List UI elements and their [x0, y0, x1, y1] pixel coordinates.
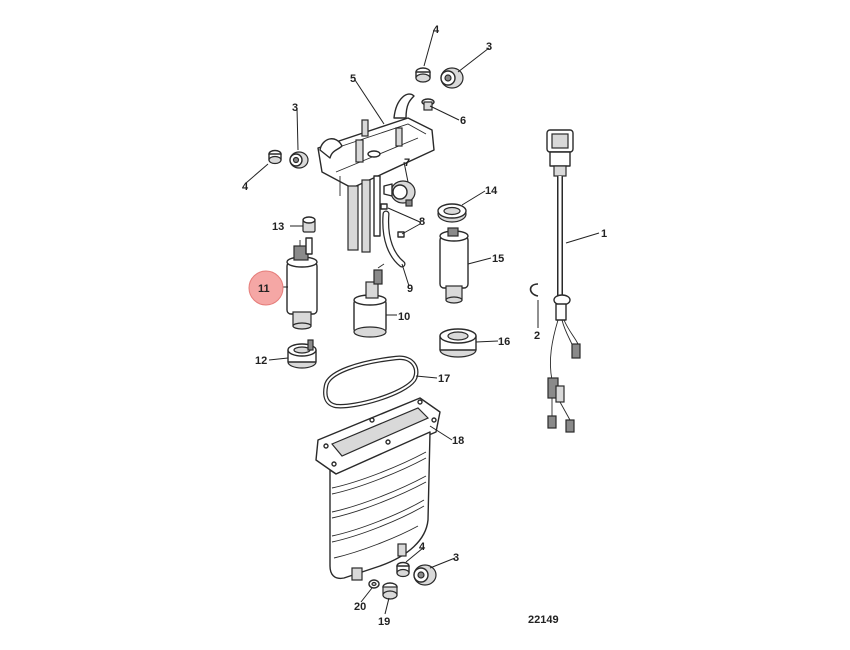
callout-1: 1 — [601, 228, 607, 240]
part-16-strainer — [439, 328, 477, 358]
callout-19: 19 — [378, 616, 390, 628]
callout-11: 11 — [258, 283, 270, 295]
callout-numbers: 1 2 3 3 3 4 4 4 5 6 7 8 9 10 11 12 13 14… — [242, 24, 607, 628]
part-3-grommet-top — [440, 67, 464, 89]
callout-3-left: 3 — [292, 102, 298, 114]
part-8-clips — [380, 203, 405, 238]
callout-3-bottom: 3 — [453, 552, 459, 564]
callout-9: 9 — [407, 283, 413, 295]
part-15-fuel-pump — [439, 227, 469, 304]
part-17-gasket — [323, 355, 419, 409]
part-7-pressure-regulator — [383, 180, 416, 207]
part-5-bracket-plate — [317, 93, 435, 253]
callout-5: 5 — [350, 73, 356, 85]
part-20-washer — [368, 579, 380, 589]
part-6-screw — [421, 98, 435, 111]
part-2-clip — [529, 283, 539, 297]
leader-lines — [245, 29, 600, 615]
callout-4-bottom: 4 — [419, 541, 426, 553]
part-13-bushing — [302, 216, 316, 233]
part-10-fuel-filter — [353, 263, 387, 338]
part-4-bushing-bottom — [396, 561, 410, 578]
callout-12: 12 — [255, 355, 267, 367]
part-4-bushing-left — [268, 149, 282, 165]
callout-6: 6 — [460, 115, 466, 127]
part-3-grommet-left — [289, 151, 309, 169]
callout-13: 13 — [272, 221, 284, 233]
callout-16: 16 — [498, 336, 510, 348]
part-18-fuel-canister — [315, 397, 441, 581]
callout-15: 15 — [492, 253, 504, 265]
callout-14: 14 — [485, 185, 498, 197]
callout-18: 18 — [452, 435, 464, 447]
callout-17: 17 — [438, 373, 450, 385]
part-3-grommet-bottom — [413, 564, 437, 586]
highlight-circle-11 — [248, 270, 284, 306]
callout-4-left: 4 — [242, 181, 249, 193]
callout-10: 10 — [398, 311, 410, 323]
callout-7: 7 — [404, 157, 410, 169]
part-9-fuel-hose — [382, 210, 406, 268]
callout-3-top: 3 — [486, 41, 492, 53]
callout-4-top: 4 — [433, 24, 440, 36]
callout-2: 2 — [534, 330, 540, 342]
part-11-fuel-pump — [286, 237, 318, 330]
part-4-bushing-top — [415, 67, 431, 83]
part-1-wiring-harness — [546, 129, 581, 433]
part-19-drain-plug — [382, 582, 398, 600]
callout-8: 8 — [419, 216, 425, 228]
part-12-strainer — [287, 339, 317, 369]
part-14-seal-ring — [437, 203, 467, 223]
reference-number: 22149 — [528, 614, 559, 626]
callout-20: 20 — [354, 601, 366, 613]
